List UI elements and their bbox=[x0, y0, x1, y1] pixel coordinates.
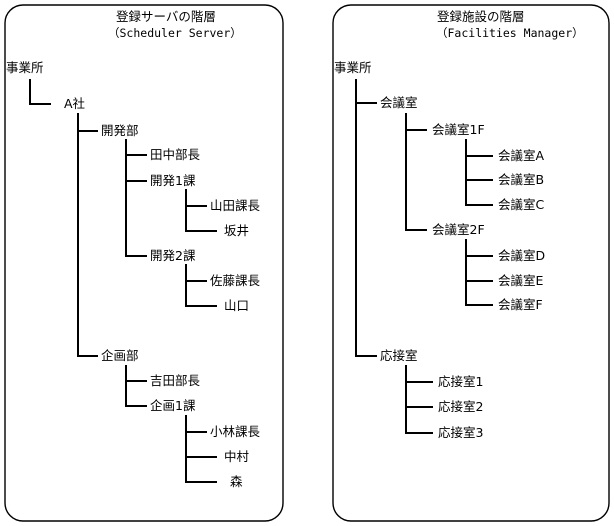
section-plan1-chief-node: 小林課長 bbox=[210, 424, 261, 439]
room-node: 会議室D bbox=[498, 248, 546, 263]
dept-plan-head-node: 吉田部長 bbox=[150, 373, 201, 388]
left-tree-connectors bbox=[29, 79, 217, 483]
reception-group-node: 応接室 bbox=[380, 348, 418, 363]
room-node: 会議室C bbox=[498, 197, 545, 212]
dept-plan-node: 企画部 bbox=[101, 348, 139, 363]
section-dev1-chief-node: 山田課長 bbox=[210, 198, 261, 213]
reception-room-node: 応接室2 bbox=[438, 399, 484, 414]
room-node: 会議室B bbox=[498, 172, 545, 187]
section-dev2-node: 開発2課 bbox=[150, 248, 196, 263]
section-dev1-node: 開発1課 bbox=[150, 173, 196, 188]
room-node: 会議室E bbox=[498, 273, 544, 288]
section-dev2-member-node: 山口 bbox=[224, 298, 250, 313]
meeting-room-group-node: 会議室 bbox=[380, 95, 418, 110]
company-node: A社 bbox=[64, 96, 86, 111]
section-plan1-member-node: 中村 bbox=[224, 449, 250, 464]
section-plan1-member-node: 森 bbox=[230, 474, 243, 489]
left-panel-frame bbox=[4, 4, 284, 522]
reception-room-node: 応接室3 bbox=[438, 425, 484, 440]
right-panel-title: 登録施設の階層 bbox=[437, 9, 525, 24]
reception-room-node: 応接室1 bbox=[438, 374, 484, 389]
right-panel-frame bbox=[332, 4, 610, 522]
right-tree-connectors bbox=[355, 79, 493, 434]
floor1-node: 会議室1F bbox=[432, 122, 485, 137]
section-dev1-member-node: 坂井 bbox=[224, 223, 250, 238]
right-panel-subtitle: （Facilities Manager） bbox=[436, 26, 584, 40]
room-node: 会議室A bbox=[498, 148, 545, 163]
section-dev2-chief-node: 佐藤課長 bbox=[210, 273, 261, 288]
left-panel-title: 登録サーバの階層 bbox=[116, 9, 216, 24]
left-root-node: 事業所 bbox=[6, 60, 44, 75]
dept-dev-head-node: 田中部長 bbox=[150, 147, 201, 162]
dept-dev-node: 開発部 bbox=[101, 123, 139, 138]
floor2-node: 会議室2F bbox=[432, 222, 485, 237]
section-plan1-node: 企画1課 bbox=[150, 398, 196, 413]
right-root-node: 事業所 bbox=[334, 60, 372, 75]
room-node: 会議室F bbox=[498, 297, 543, 312]
left-panel-subtitle: （Scheduler Server） bbox=[108, 26, 242, 40]
